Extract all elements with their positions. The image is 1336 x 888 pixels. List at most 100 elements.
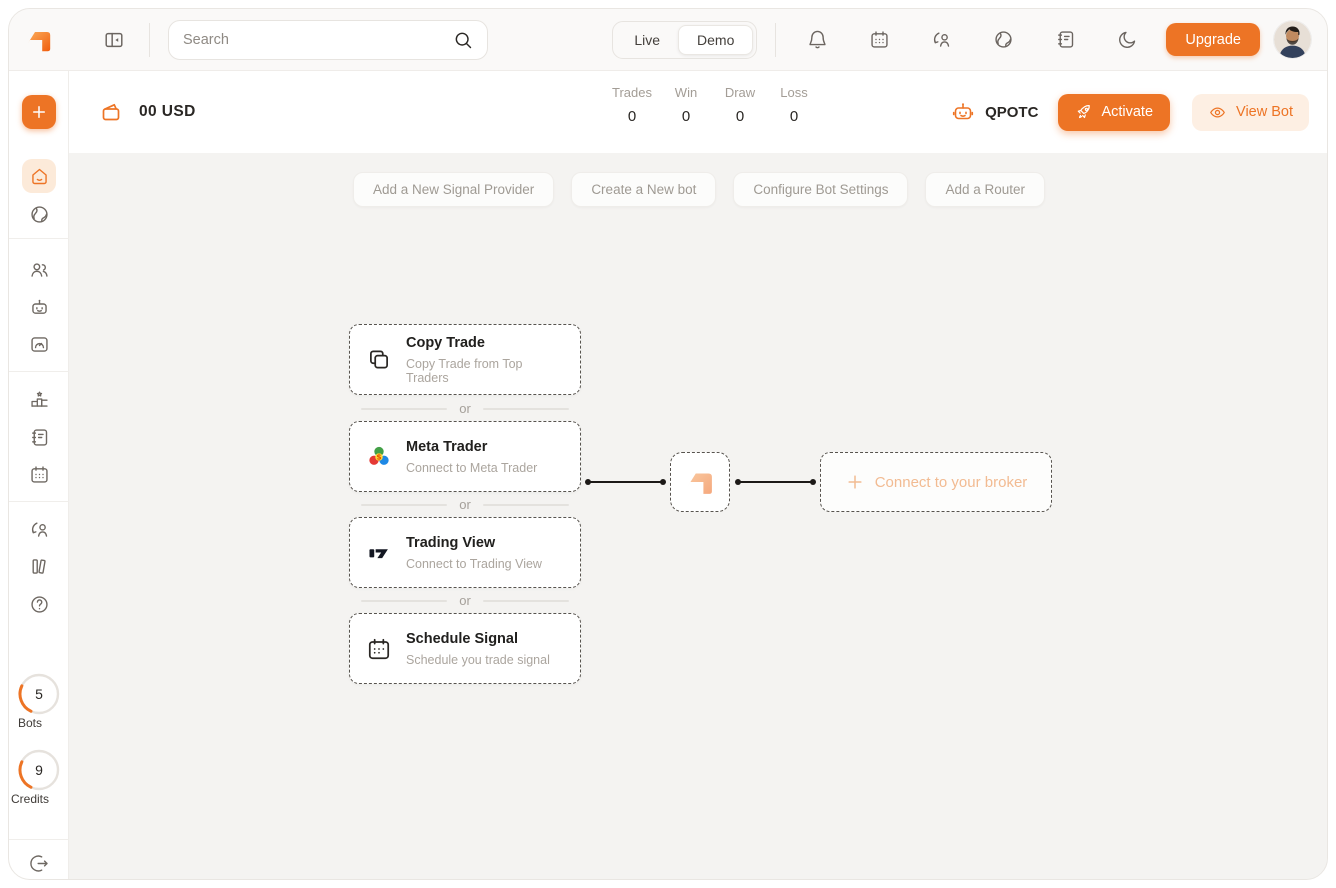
globe-icon — [30, 205, 48, 223]
divider — [361, 503, 448, 506]
ring-progress — [18, 749, 60, 791]
add-new-button[interactable] — [22, 95, 56, 129]
bot-header: 00 USD Trades 0 Win 0 Draw 0 Loss 0 — [69, 71, 1327, 153]
configure-bot-settings-button[interactable]: Configure Bot Settings — [733, 172, 909, 207]
search-icon — [455, 32, 472, 48]
stat-win: Win 0 — [663, 85, 709, 125]
bots-count: 5 — [35, 686, 43, 702]
upgrade-button[interactable]: Upgrade — [1166, 23, 1260, 56]
canvas-actions: Add a New Signal Provider Create a New b… — [69, 172, 1327, 207]
account-mode-toggle: Live Demo — [612, 20, 758, 59]
or-separator: or — [361, 401, 569, 416]
source-card-schedule-signal[interactable]: Schedule Signal Schedule you trade signa… — [349, 613, 581, 684]
app-frame: Live Demo — [8, 8, 1328, 880]
source-subtitle: Connect to Meta Trader — [406, 460, 538, 475]
calendar-icon — [368, 638, 390, 659]
add-signal-provider-button[interactable]: Add a New Signal Provider — [352, 172, 555, 207]
sidebar-item-explore[interactable] — [22, 197, 56, 231]
sidebar-item-home[interactable] — [22, 159, 56, 193]
credits-quota-ring[interactable]: 9 — [18, 749, 60, 796]
bots-label: Bots — [17, 716, 42, 730]
stat-value: 0 — [627, 108, 637, 125]
source-card-copy-trade[interactable]: Copy Trade Copy Trade from Top Traders — [349, 324, 581, 395]
connector-dot — [660, 479, 666, 485]
sidebar-item-help[interactable] — [22, 587, 56, 621]
sidebar-item-dashboard[interactable] — [22, 327, 56, 361]
create-new-bot-button[interactable]: Create a New bot — [571, 172, 717, 207]
stat-draw: Draw 0 — [717, 85, 763, 125]
people-sync-icon — [933, 32, 950, 47]
journal-button[interactable] — [1048, 23, 1082, 57]
activate-button[interactable]: Activate — [1058, 93, 1171, 131]
bot-node[interactable] — [670, 452, 730, 512]
connector-line — [738, 481, 813, 483]
bot-controls: QPOTC Activate View Bot — [951, 71, 1309, 153]
source-card-trading-view[interactable]: Trading View Connect to Trading View — [349, 517, 581, 588]
or-separator: or — [361, 593, 569, 608]
plus-icon — [33, 106, 45, 118]
calendar-button[interactable] — [862, 23, 896, 57]
source-title: Trading View — [406, 534, 496, 551]
language-button[interactable] — [986, 23, 1020, 57]
eye-icon — [1210, 107, 1225, 117]
sidebar-item-bots[interactable] — [22, 290, 56, 324]
stat-label: Trades — [612, 85, 652, 100]
bell-icon — [809, 30, 826, 49]
view-bot-label: View Bot — [1236, 104, 1293, 120]
referral-button[interactable] — [924, 23, 958, 57]
topbar: Live Demo — [9, 9, 1327, 71]
home-icon — [31, 168, 47, 184]
sidebar-divider — [9, 238, 69, 239]
balance-amount: 00 USD — [139, 103, 196, 120]
help-icon — [30, 595, 48, 613]
source-title: Copy Trade — [406, 334, 485, 351]
sidebar-item-referral[interactable] — [22, 512, 56, 546]
calendar-icon — [30, 465, 48, 483]
notifications-button[interactable] — [800, 23, 834, 57]
source-card-meta-trader[interactable]: $ Meta Trader Connect to Meta Trader — [349, 421, 581, 492]
sidebar: 5 Bots 9 Credits — [9, 71, 69, 879]
user-avatar[interactable] — [1274, 21, 1311, 58]
sidebar-collapse-button[interactable] — [97, 23, 131, 57]
divider — [482, 503, 569, 506]
balance[interactable]: 00 USD — [99, 71, 196, 153]
divider — [482, 407, 569, 410]
source-title: Meta Trader — [406, 438, 488, 455]
view-bot-button[interactable]: View Bot — [1192, 93, 1309, 131]
wallet-icon — [102, 103, 120, 121]
mode-live-button[interactable]: Live — [634, 31, 661, 48]
app-logo[interactable] — [9, 24, 69, 56]
gauge-icon — [30, 336, 48, 352]
bot-builder-canvas: Add a New Signal Provider Create a New b… — [69, 153, 1327, 879]
search-box[interactable] — [168, 19, 488, 60]
journal-icon — [31, 428, 47, 446]
logout-button[interactable] — [22, 846, 56, 879]
or-label: or — [459, 497, 471, 512]
or-label: or — [459, 593, 471, 608]
connect-broker-button[interactable]: Connect to your broker — [820, 452, 1052, 512]
search-input[interactable] — [183, 31, 453, 48]
bot-node-logo-icon — [687, 473, 712, 494]
sidebar-item-traders[interactable] — [22, 252, 56, 286]
books-icon — [32, 558, 46, 574]
divider — [361, 599, 448, 602]
sidebar-item-calendar[interactable] — [22, 457, 56, 491]
topbar-divider — [775, 22, 777, 57]
mode-demo-button[interactable]: Demo — [678, 24, 754, 55]
trade-stats: Trades 0 Win 0 Draw 0 Loss 0 — [609, 85, 817, 125]
add-router-button[interactable]: Add a Router — [925, 172, 1046, 207]
brand-logo-icon — [27, 31, 51, 51]
credits-count: 9 — [35, 762, 43, 778]
users-icon — [30, 262, 48, 277]
bots-quota-ring[interactable]: 5 — [18, 673, 60, 720]
metatrader-icon: $ — [369, 446, 389, 465]
topbar-icons — [800, 23, 1144, 57]
sidebar-item-journal[interactable] — [22, 420, 56, 454]
plus-icon — [848, 475, 862, 489]
dark-mode-button[interactable] — [1110, 23, 1144, 57]
sidebar-item-leaderboard[interactable] — [22, 382, 56, 416]
sidebar-item-library[interactable] — [22, 549, 56, 583]
or-separator: or — [361, 497, 569, 512]
broker-label: Connect to your broker — [874, 473, 1028, 491]
collapse-panel-icon — [105, 32, 123, 47]
